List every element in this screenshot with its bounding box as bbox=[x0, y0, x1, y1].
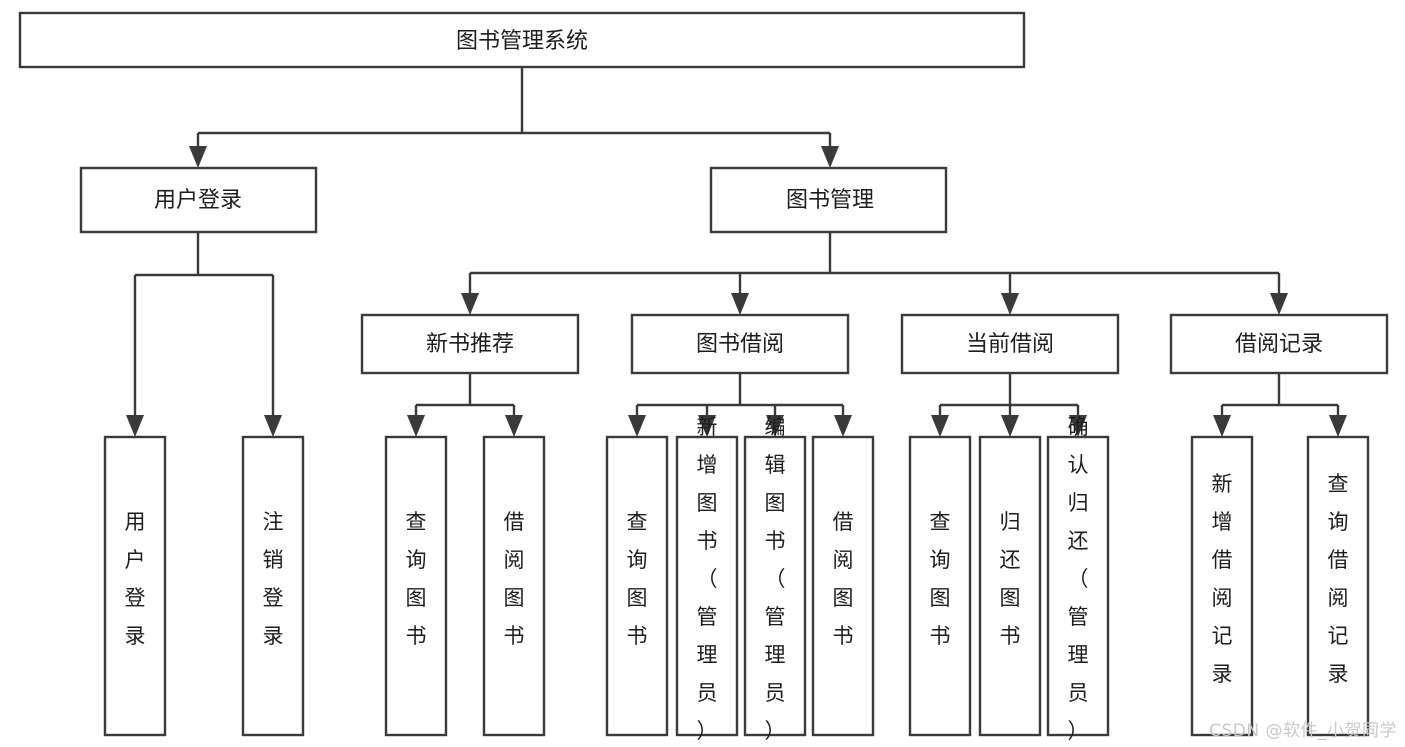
node-leaf-10-label: 归还图书 bbox=[1000, 510, 1021, 648]
node-login-label: 用户登录 bbox=[154, 188, 242, 213]
arrow-head-newbook bbox=[461, 293, 479, 315]
node-leaf-9-label: 查询图书 bbox=[930, 510, 951, 648]
node-current-box[interactable] bbox=[900, 313, 1120, 375]
node-leaf-6-box[interactable] bbox=[675, 435, 739, 737]
node-leaf-12-label: 新增借阅记录 bbox=[1212, 472, 1233, 686]
arrow-head-leaf-8 bbox=[834, 415, 852, 437]
node-login-box[interactable] bbox=[79, 166, 318, 234]
arrow-head-records bbox=[1270, 293, 1288, 315]
arrow-head-leaf-11 bbox=[1069, 415, 1087, 437]
node-leaf-3-box[interactable] bbox=[384, 435, 448, 737]
node-leaf-8-label: 借阅图书 bbox=[833, 510, 854, 648]
arrow-head-leaf-1 bbox=[126, 415, 144, 437]
arrow-head-current bbox=[1001, 293, 1019, 315]
node-current[interactable]: 当前借阅 bbox=[900, 313, 1120, 375]
arrow-head-leaf-6 bbox=[698, 415, 716, 437]
node-borrow-box[interactable] bbox=[630, 313, 850, 375]
node-current-label: 当前借阅 bbox=[966, 332, 1054, 357]
node-leaf-4[interactable]: 借阅图书 bbox=[482, 435, 546, 737]
node-leaf-1-box[interactable] bbox=[103, 435, 167, 737]
node-leaf-4-label: 借阅图书 bbox=[504, 510, 525, 648]
node-leaf-11-box[interactable] bbox=[1046, 435, 1110, 737]
arrow-head-leaf-2 bbox=[264, 415, 282, 437]
node-newbook[interactable]: 新书推荐 bbox=[360, 313, 580, 375]
arrow-head-leaf-9 bbox=[931, 415, 949, 437]
node-root-label: 图书管理系统 bbox=[456, 29, 588, 54]
node-leaf-7-label: 编辑图书（管理员） bbox=[765, 415, 786, 743]
connector-layer bbox=[126, 67, 1347, 437]
arrow-head-leaf-5 bbox=[628, 415, 646, 437]
node-leaf-2[interactable]: 注销登录 bbox=[241, 435, 305, 737]
node-login[interactable]: 用户登录 bbox=[79, 166, 318, 234]
node-leaf-12-box[interactable] bbox=[1190, 435, 1254, 737]
node-leaf-9-box[interactable] bbox=[908, 435, 972, 737]
arrow-head-leaf-7 bbox=[766, 415, 784, 437]
node-leaf-10-box[interactable] bbox=[978, 435, 1042, 737]
node-leaf-5[interactable]: 查询图书 bbox=[605, 435, 669, 737]
node-bookmgmt-label: 图书管理 bbox=[786, 188, 874, 213]
node-root[interactable]: 图书管理系统 bbox=[18, 11, 1026, 69]
arrow-head-leaf-10 bbox=[1001, 415, 1019, 437]
arrow-head-to-login bbox=[189, 146, 207, 168]
node-leaf-13-label: 查询借阅记录 bbox=[1328, 472, 1349, 686]
node-leaf-10[interactable]: 归还图书 bbox=[978, 435, 1042, 737]
node-leaf-3-label: 查询图书 bbox=[406, 510, 427, 648]
node-records-box[interactable] bbox=[1169, 313, 1389, 375]
node-newbook-label: 新书推荐 bbox=[426, 332, 514, 357]
node-root-box[interactable] bbox=[18, 11, 1026, 69]
node-leaf-3[interactable]: 查询图书 bbox=[384, 435, 448, 737]
node-leaf-4-box[interactable] bbox=[482, 435, 546, 737]
node-records[interactable]: 借阅记录 bbox=[1169, 313, 1389, 375]
node-leaf-2-label: 注销登录 bbox=[263, 510, 284, 648]
node-leaf-5-box[interactable] bbox=[605, 435, 669, 737]
arrow-head-borrow bbox=[731, 293, 749, 315]
node-bookmgmt[interactable]: 图书管理 bbox=[709, 166, 948, 234]
node-borrow[interactable]: 图书借阅 bbox=[630, 313, 850, 375]
arrow-head-leaf-12 bbox=[1213, 415, 1231, 437]
node-leaf-1[interactable]: 用户登录 bbox=[103, 435, 167, 737]
node-leaf-6[interactable]: 新增图书（管理员） bbox=[675, 415, 739, 743]
node-leaf-12[interactable]: 新增借阅记录 bbox=[1190, 435, 1254, 737]
node-leaf-6-label: 新增图书（管理员） bbox=[697, 415, 718, 743]
node-leaf-13-box[interactable] bbox=[1306, 435, 1370, 737]
arrow-head-leaf-4 bbox=[505, 415, 523, 437]
node-bookmgmt-box[interactable] bbox=[709, 166, 948, 234]
arrow-head-leaf-13 bbox=[1329, 415, 1347, 437]
node-leaf-7-box[interactable] bbox=[743, 435, 807, 737]
node-leaf-13[interactable]: 查询借阅记录 bbox=[1306, 435, 1370, 737]
csdn-watermark: CSDN @软件_小贺同学 bbox=[1209, 721, 1397, 741]
node-newbook-box[interactable] bbox=[360, 313, 580, 375]
node-leaf-9[interactable]: 查询图书 bbox=[908, 435, 972, 737]
node-leaf-1-label: 用户登录 bbox=[125, 510, 146, 648]
arrow-head-leaf-3 bbox=[407, 415, 425, 437]
node-leaf-7[interactable]: 编辑图书（管理员） bbox=[743, 415, 807, 743]
node-leaf-11-label: 确认归还（管理员） bbox=[1068, 415, 1089, 743]
node-leaf-2-box[interactable] bbox=[241, 435, 305, 737]
node-records-label: 借阅记录 bbox=[1235, 332, 1323, 357]
node-leaf-5-label: 查询图书 bbox=[627, 510, 648, 648]
node-leaf-11[interactable]: 确认归还（管理员） bbox=[1046, 415, 1110, 743]
node-leaf-8[interactable]: 借阅图书 bbox=[811, 435, 875, 737]
arrow-head-to-bookmgmt bbox=[821, 146, 839, 168]
node-leaf-8-box[interactable] bbox=[811, 435, 875, 737]
node-borrow-label: 图书借阅 bbox=[696, 332, 784, 357]
